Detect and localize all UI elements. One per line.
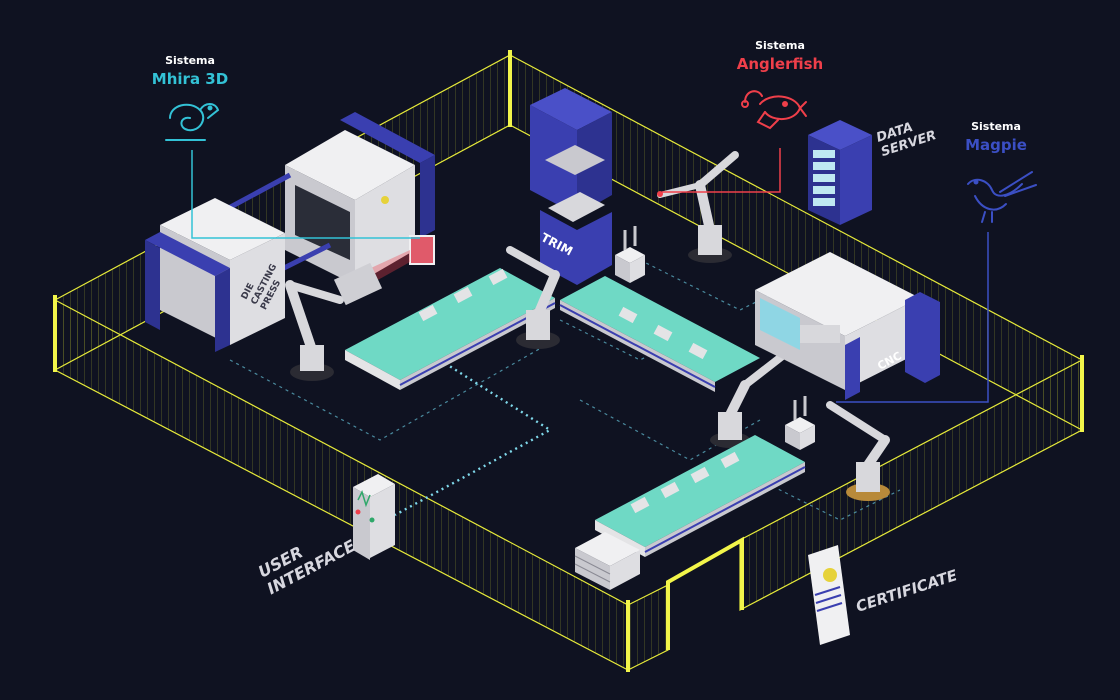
mhira-name: Mhira 3D: [152, 70, 228, 88]
sensor-post-1: [615, 226, 645, 283]
robot-arm-magpie: [826, 401, 890, 501]
anglerfish-icon: [741, 90, 807, 130]
trim-machine: TRIM: [530, 88, 612, 285]
robot-arm-1: [285, 262, 383, 381]
certificate-label: CERTIFICATE: [854, 566, 961, 616]
user-interface-label: USER INTERFACE: [255, 519, 358, 598]
system-mhira: Sistema Mhira 3D: [152, 54, 228, 141]
system-anglerfish: Sistema Anglerfish: [737, 39, 823, 130]
conveyor-1: [345, 268, 556, 390]
robot-arm-2: [506, 246, 560, 349]
magpie-bird-icon: [967, 171, 1037, 223]
mhira-prefix: Sistema: [165, 54, 215, 67]
sensor-post-2: [785, 396, 815, 450]
magpie-prefix: Sistema: [971, 120, 1021, 133]
system-magpie: Sistema Magpie: [965, 120, 1037, 223]
anglerfish-name: Anglerfish: [737, 55, 823, 73]
callout-lines: [191, 148, 989, 403]
cnc-machine: CNC: [755, 252, 940, 400]
conveyor-2: [559, 276, 760, 392]
data-server-label: DATA SERVER: [875, 114, 939, 160]
certificate: CERTIFICATE: [808, 545, 960, 645]
magpie-name: Magpie: [965, 136, 1027, 154]
conveyor-3: [595, 435, 806, 557]
parts-stack: [574, 532, 640, 590]
anglerfish-prefix: Sistema: [755, 39, 805, 52]
chameleon-icon: [165, 103, 220, 141]
data-server: DATA SERVER: [808, 114, 939, 225]
